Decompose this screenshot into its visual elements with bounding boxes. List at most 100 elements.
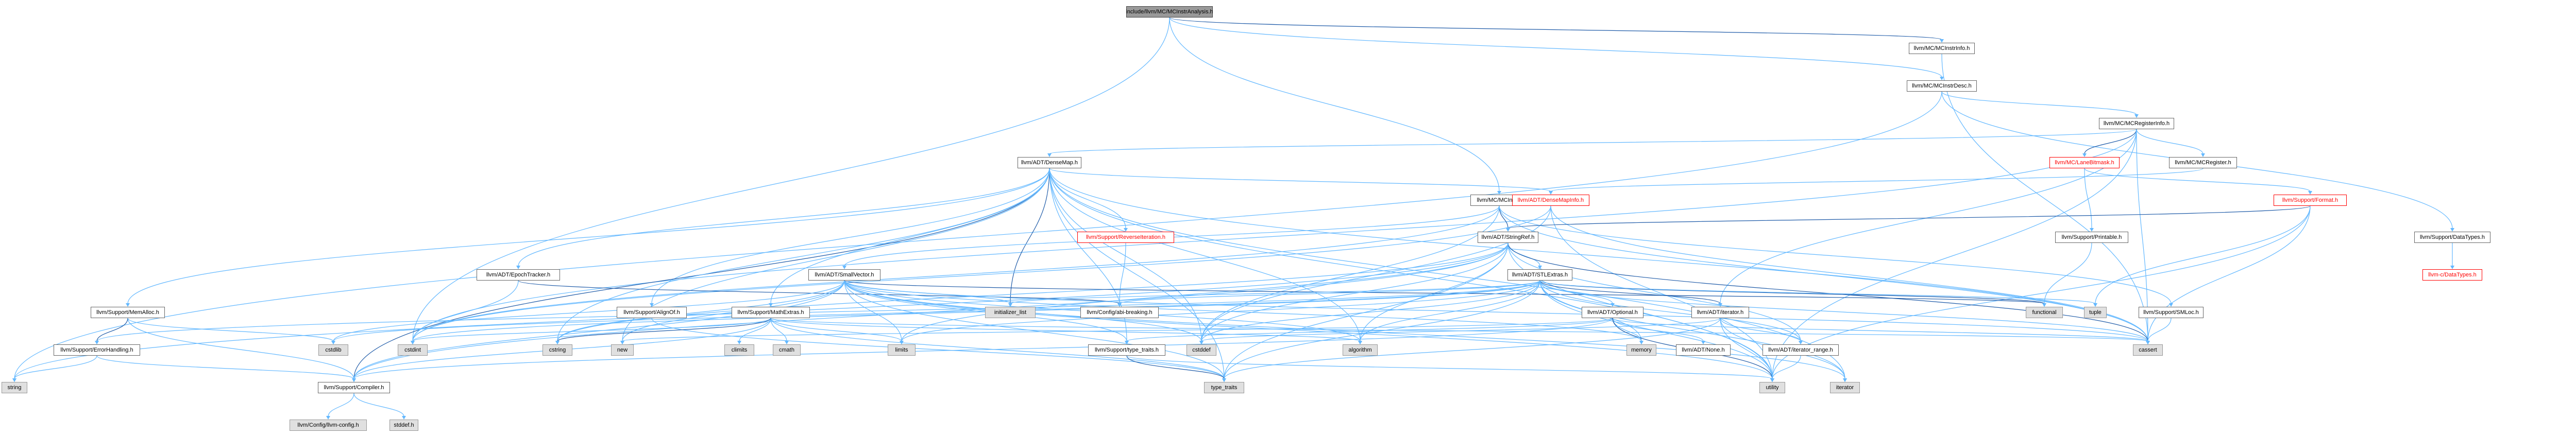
- dependency-edge: [1941, 91, 2137, 115]
- dependency-edge: [1049, 168, 1361, 342]
- dependency-edge: [1169, 17, 1942, 78]
- dependency-edge: [1201, 318, 1721, 342]
- node-llvm-config[interactable]: llvm/Config/llvm-config.h: [290, 420, 367, 431]
- dependency-edge: [1720, 129, 2137, 304]
- edge-arrowhead: [1639, 341, 1643, 344]
- node-stlextras[interactable]: llvm/ADT/STLExtras.h: [1507, 269, 1572, 281]
- dependency-edge: [1049, 168, 2148, 342]
- node-cstdint[interactable]: cstdint: [398, 344, 428, 356]
- node-string[interactable]: string: [2, 382, 27, 393]
- dependency-edge: [1126, 355, 1225, 379]
- node-functional[interactable]: functional: [2026, 307, 2063, 318]
- edge-arrowhead: [650, 303, 654, 307]
- node-mcregister[interactable]: llvm/MC/MCRegister.h: [2169, 157, 2237, 168]
- dependency-edge: [1507, 242, 1540, 267]
- node-memory[interactable]: memory: [1626, 344, 1656, 356]
- edge-arrowhead: [126, 303, 130, 307]
- node-printable[interactable]: llvm/Support/Printable.h: [2055, 232, 2128, 243]
- node-mathextras[interactable]: llvm/Support/MathExtras.h: [732, 307, 810, 318]
- edge-arrowhead: [1549, 191, 1553, 195]
- node-cmath[interactable]: cmath: [773, 344, 801, 356]
- node-initializer-list[interactable]: initializer_list: [985, 307, 1036, 318]
- node-densemap[interactable]: llvm/ADT/DenseMap.h: [1018, 157, 1081, 168]
- edge-arrowhead: [785, 341, 789, 344]
- node-compiler[interactable]: llvm/Support/Compiler.h: [318, 382, 390, 393]
- node-alignof[interactable]: llvm/Support/AlignOf.h: [617, 307, 687, 318]
- dependency-edge: [1119, 280, 1540, 304]
- dependency-edge: [1049, 168, 1845, 379]
- dependency-edge: [901, 280, 1540, 342]
- node-cassert[interactable]: cassert: [2133, 344, 2163, 356]
- node-llvm-type-traits[interactable]: llvm/Support/type_traits.h: [1088, 344, 1165, 356]
- edge-arrowhead: [1222, 378, 1226, 382]
- node-reverseiteration[interactable]: llvm/Support/ReverseIteration.h: [1077, 232, 1174, 243]
- dependency-edge: [412, 205, 1500, 342]
- dependency-edge: [353, 280, 845, 379]
- node-limits[interactable]: limits: [888, 344, 916, 356]
- dependency-edge: [1539, 280, 2148, 342]
- dependency-edge: [1550, 168, 2204, 192]
- node-type-traits[interactable]: type_traits: [1204, 382, 1244, 393]
- dependency-edge: [844, 280, 1011, 304]
- dependency-edge: [1010, 168, 1050, 304]
- edge-arrowhead: [402, 416, 406, 420]
- node-stringref[interactable]: llvm/ADT/StringRef.h: [1478, 232, 1538, 243]
- edge-arrowhead: [1008, 303, 1012, 307]
- node-none[interactable]: llvm/ADT/None.h: [1676, 344, 1731, 356]
- node-mcinstrdesc[interactable]: llvm/MC/MCInstrDesc.h: [1907, 80, 1977, 92]
- node-memalloc[interactable]: llvm/Support/MemAlloc.h: [91, 307, 165, 318]
- node-utility[interactable]: utility: [1759, 382, 1785, 393]
- node-stddef[interactable]: stddef.h: [389, 420, 418, 431]
- node-mcinstranalysis[interactable]: include/llvm/MC/MCInstrAnalysis.h: [1126, 6, 1213, 18]
- dependency-edge: [1720, 318, 1773, 379]
- node-algorithm[interactable]: algorithm: [1343, 344, 1378, 356]
- edge-arrowhead: [1047, 153, 1052, 157]
- dependency-edge: [518, 168, 1050, 267]
- dependency-edge: [96, 355, 354, 379]
- node-mcinstrinfo[interactable]: llvm/MC/MCInstrInfo.h: [1909, 43, 1975, 54]
- node-format[interactable]: llvm/Support/Format.h: [2274, 195, 2347, 206]
- edge-arrowhead: [1701, 341, 1705, 344]
- dependency-edge: [1119, 242, 1126, 304]
- dependency-edge: [844, 280, 1642, 342]
- node-optional[interactable]: llvm/ADT/Optional.h: [1582, 307, 1643, 318]
- dependency-edge: [2136, 129, 2148, 342]
- dependency-edge: [1550, 205, 2148, 342]
- dependency-edge: [844, 280, 1845, 379]
- dependency-edge: [1539, 280, 1845, 379]
- node-abi-breaking[interactable]: llvm/Config/abi-breaking.h: [1080, 307, 1159, 318]
- edge-arrowhead: [1538, 266, 1542, 269]
- edge-arrowhead: [2090, 228, 2094, 232]
- node-c-datatypes[interactable]: llvm-c/DataTypes.h: [2422, 269, 2482, 281]
- node-iterator-std[interactable]: iterator: [1830, 382, 1860, 393]
- node-smallvector[interactable]: llvm/ADT/SmallVector.h: [808, 269, 880, 281]
- dependency-edge: [1201, 280, 1540, 342]
- node-cstring[interactable]: cstring: [543, 344, 572, 356]
- node-cstdlib[interactable]: cstdlib: [318, 344, 348, 356]
- node-datatypes[interactable]: llvm/Support/DataTypes.h: [2414, 232, 2490, 243]
- dependency-edge: [1049, 168, 1551, 192]
- node-lanebitmask[interactable]: llvm/MC/LaneBitmask.h: [2049, 157, 2120, 168]
- node-climits[interactable]: climits: [724, 344, 754, 356]
- dependency-edge: [14, 355, 97, 379]
- edge-arrowhead: [2201, 153, 2205, 157]
- dependency-edge: [333, 280, 1540, 342]
- node-epochtracker[interactable]: llvm/ADT/EpochTracker.h: [477, 269, 560, 281]
- node-smloc[interactable]: llvm/Support/SMLoc.h: [2139, 307, 2204, 318]
- node-iterator-range[interactable]: llvm/ADT/iterator_range.h: [1762, 344, 1839, 356]
- node-mcregisterinfo[interactable]: llvm/MC/MCRegisterInfo.h: [2099, 118, 2174, 129]
- edge-arrowhead: [555, 341, 560, 344]
- node-densemapinfo[interactable]: llvm/ADT/DenseMapInfo.h: [1512, 195, 1589, 206]
- node-iterator-h[interactable]: llvm/ADT/iterator.h: [1691, 307, 1749, 318]
- node-cstddef[interactable]: cstddef: [1187, 344, 1216, 356]
- node-new[interactable]: new: [611, 344, 634, 356]
- node-errorhandling[interactable]: llvm/Support/ErrorHandling.h: [54, 344, 140, 356]
- dependency-edge: [328, 393, 354, 417]
- node-tuple[interactable]: tuple: [2084, 307, 2107, 318]
- dependency-edge: [1224, 242, 1509, 379]
- dependency-edge: [1539, 280, 1613, 304]
- dependency-edge: [1169, 17, 1500, 192]
- edge-arrowhead: [2450, 228, 2454, 232]
- dependency-edge: [770, 168, 1050, 304]
